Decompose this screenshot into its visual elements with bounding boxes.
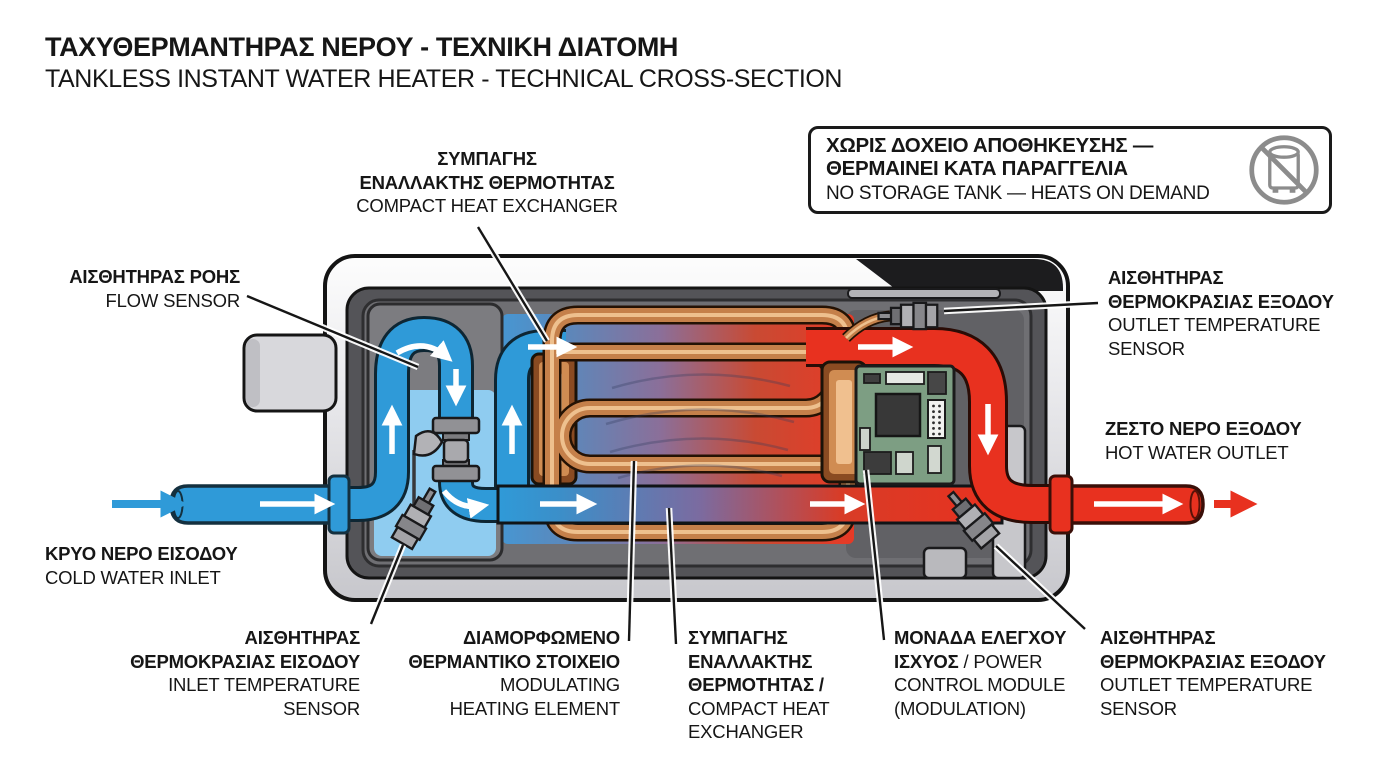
callout-greek-line2: ΘΕΡΜΑΙΝΕΙ ΚΑΤΑ ΠΑΡΑΓΓΕΛΙΑ: [826, 156, 1128, 180]
label-flow-sensor: ΑΙΣΘΗΤΗΡΑΣ ΡΟΗΣ FLOW SENSOR: [69, 266, 240, 311]
heat-wave-lines: [605, 373, 795, 480]
callout-english: NO STORAGE TANK — HEATS ON DEMAND: [826, 183, 1210, 204]
label-compact-heat-exchanger-bottom: ΣΥΜΠΑΓΗΣ ΕΝΑΛΛΑΚΤΗΣ ΘΕΡΜΟΤΗΤΑΣ / COMPACT…: [688, 627, 830, 742]
callout-greek-line1: ΧΩΡΙΣ ΔΟΧΕΙΟ ΑΠΟΘΗΚΕΥΣΗΣ —: [826, 134, 1154, 157]
hot-water-elbow: [806, 327, 1064, 524]
pin-header-dots: [932, 404, 941, 436]
leader-lines: [245, 225, 1099, 645]
outlet-wall-fitting: [1048, 474, 1074, 535]
flow-sensor-valve: [412, 416, 481, 483]
support-foot: [922, 546, 968, 580]
label-modulating-heating-element: ΔΙΑΜΟΡΦΩΜΕΝΟ ΘΕΡΜΑΝΤΙΚΟ ΣΤΟΙΧΕΙΟ MODULAT…: [408, 627, 620, 719]
outlet-temperature-sensor-top: [842, 288, 1001, 342]
label-cold-water-inlet: ΚΡΥΟ ΝΕΡΟ ΕΙΣΟΔΟΥ COLD WATER INLET: [45, 543, 238, 588]
no-storage-callout-box: ΧΩΡΙΣ ΔΟΧΕΙΟ ΑΠΟΘΗΚΕΥΣΗΣ — ΘΕΡΜΑΙΝΕΙ ΚΑΤ…: [808, 126, 1332, 214]
power-control-module-pcb: [854, 364, 956, 486]
top-vent-panel: [856, 259, 1063, 291]
title-greek: ΤΑΧΥΘΕΡΜΑΝΤΗΡΑΣ ΝΕΡΟΥ - ΤΕΧΝΙΚΗ ΔΙΑΤΟΜΗ: [45, 32, 679, 62]
label-hot-water-outlet: ΖΕΣΤΟ ΝΕΡΟ ΕΞΟΔΟΥ HOT WATER OUTLET: [1105, 418, 1302, 463]
flow-direction-arrows: [260, 336, 1184, 519]
inlet-wall-fitting: [327, 474, 351, 535]
label-outlet-temperature-sensor-bottom: ΑΙΣΘΗΤΗΡΑΣ ΘΕΡΜΟΚΡΑΣΙΑΣ ΕΞΟΔΟΥ OUTLET TE…: [1100, 627, 1326, 719]
label-inlet-temperature-sensor: ΑΙΣΘΗΤΗΡΑΣ ΘΕΡΜΟΚΡΑΣΙΑΣ ΕΙΣΟΔΟΥ INLET TE…: [130, 627, 360, 719]
label-compact-heat-exchanger-top: ΣΥΜΠΑΓΗΣ ΕΝΑΛΛΑΚΤΗΣ ΘΕΡΜΟΤΗΤΑΣ COMPACT H…: [356, 148, 618, 216]
title-english: TANKLESS INSTANT WATER HEATER - TECHNICA…: [45, 65, 843, 93]
page-title: ΤΑΧΥΘΕΡΜΑΝΤΗΡΑΣ ΝΕΡΟΥ - ΤΕΧΝΙΚΗ ΔΙΑΤΟΜΗ …: [45, 30, 842, 95]
label-power-control-module: ΜΟΝΑΔΑ ΕΛΕΓΧΟΥ ΙΣΧΥΟΣ / POWER CONTROL MO…: [894, 627, 1067, 719]
no-storage-tank-icon: [1249, 135, 1319, 205]
side-connection-cylinder: [242, 333, 338, 413]
label-outlet-temperature-sensor-top: ΑΙΣΘΗΤΗΡΑΣ ΘΕΡΜΟΚΡΑΣΙΑΣ ΕΞΟΔΟΥ OUTLET TE…: [1108, 267, 1334, 359]
